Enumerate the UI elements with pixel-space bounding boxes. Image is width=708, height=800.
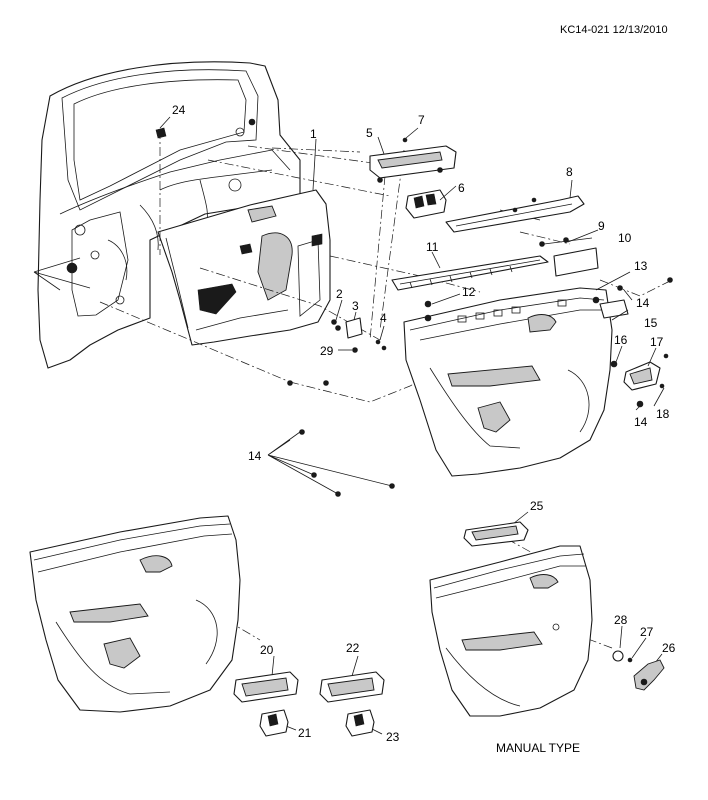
- callout-1: 1: [310, 127, 317, 141]
- callout-25: 25: [530, 499, 544, 513]
- trim-pad-10: [553, 247, 599, 277]
- trim-clips-12: [457, 299, 567, 323]
- belt-trim-strip: [391, 255, 549, 291]
- inside-handle-bezel: [623, 361, 661, 391]
- callout-20: 20: [260, 643, 274, 657]
- screw-7: [402, 137, 408, 143]
- callout-14-right: 14: [636, 296, 650, 310]
- screw-4a: [375, 339, 381, 345]
- callout-8: 8: [566, 165, 573, 179]
- callout-12: 12: [462, 285, 476, 299]
- clip-9a: [539, 241, 545, 247]
- door-inner-frame: [37, 61, 301, 369]
- callout-21: 21: [298, 726, 312, 740]
- clip-12: [424, 300, 432, 308]
- window-switch-bezel: [369, 145, 457, 183]
- clip-27: [627, 657, 633, 663]
- nut-24: [155, 127, 167, 139]
- manual-type-caption: MANUAL TYPE: [496, 741, 580, 755]
- screw-14b-a: [617, 285, 623, 291]
- switch-bezel-22: [319, 671, 385, 703]
- bracket-3: [345, 317, 363, 339]
- callout-13: 13: [634, 259, 648, 273]
- screw-17: [663, 353, 669, 359]
- door-trim-insert-panel: [157, 189, 331, 346]
- callout-15: 15: [644, 316, 658, 330]
- clip-8a: [512, 207, 518, 213]
- switch-23: [345, 709, 375, 737]
- screw-2b: [335, 325, 341, 331]
- fasteners-14: [287, 380, 395, 497]
- callout-3: 3: [352, 299, 359, 313]
- screw-14b-b: [667, 277, 673, 283]
- callout-26: 26: [662, 641, 676, 655]
- bezel-25: [463, 521, 529, 547]
- door-trim-panel-power-type: [29, 515, 241, 713]
- callout-14-lower-right: 14: [634, 415, 648, 429]
- switch-bezel-20: [233, 671, 299, 703]
- callout-16: 16: [614, 333, 628, 347]
- window-crank-handle: [633, 659, 665, 691]
- window-switch-assembly: [405, 189, 447, 219]
- callout-17: 17: [650, 335, 664, 349]
- callout-6: 6: [458, 181, 465, 195]
- screw-29: [352, 347, 358, 353]
- callout-23: 23: [386, 730, 400, 744]
- screw-2a: [331, 319, 337, 325]
- escutcheon-28: [612, 650, 624, 662]
- screw-14c: [636, 400, 644, 408]
- screw-4b: [381, 345, 387, 351]
- screw-18: [659, 383, 665, 389]
- callout-5: 5: [366, 126, 373, 140]
- callout-24: 24: [172, 103, 186, 117]
- callout-10: 10: [618, 231, 632, 245]
- diagram-reference: KC14-021 12/13/2010: [560, 24, 668, 36]
- upper-trim-strip: [445, 195, 585, 233]
- callout-11: 11: [426, 240, 439, 254]
- door-trim-panel-manual-type: [429, 545, 593, 717]
- door-trim-panel: [403, 287, 613, 477]
- callout-14-bottom: 14: [248, 449, 262, 463]
- callout-29: 29: [320, 344, 334, 358]
- callout-9: 9: [598, 219, 605, 233]
- callout-27: 27: [640, 625, 654, 639]
- callout-4: 4: [380, 311, 387, 325]
- callout-28: 28: [614, 613, 628, 627]
- callout-7: 7: [418, 113, 425, 127]
- trim-pad-15: [599, 299, 629, 319]
- clip-8b: [531, 197, 537, 203]
- callout-2: 2: [336, 287, 343, 301]
- switch-21: [259, 709, 289, 737]
- callout-22: 22: [346, 641, 360, 655]
- callout-18: 18: [656, 407, 670, 421]
- clip-16: [610, 360, 618, 368]
